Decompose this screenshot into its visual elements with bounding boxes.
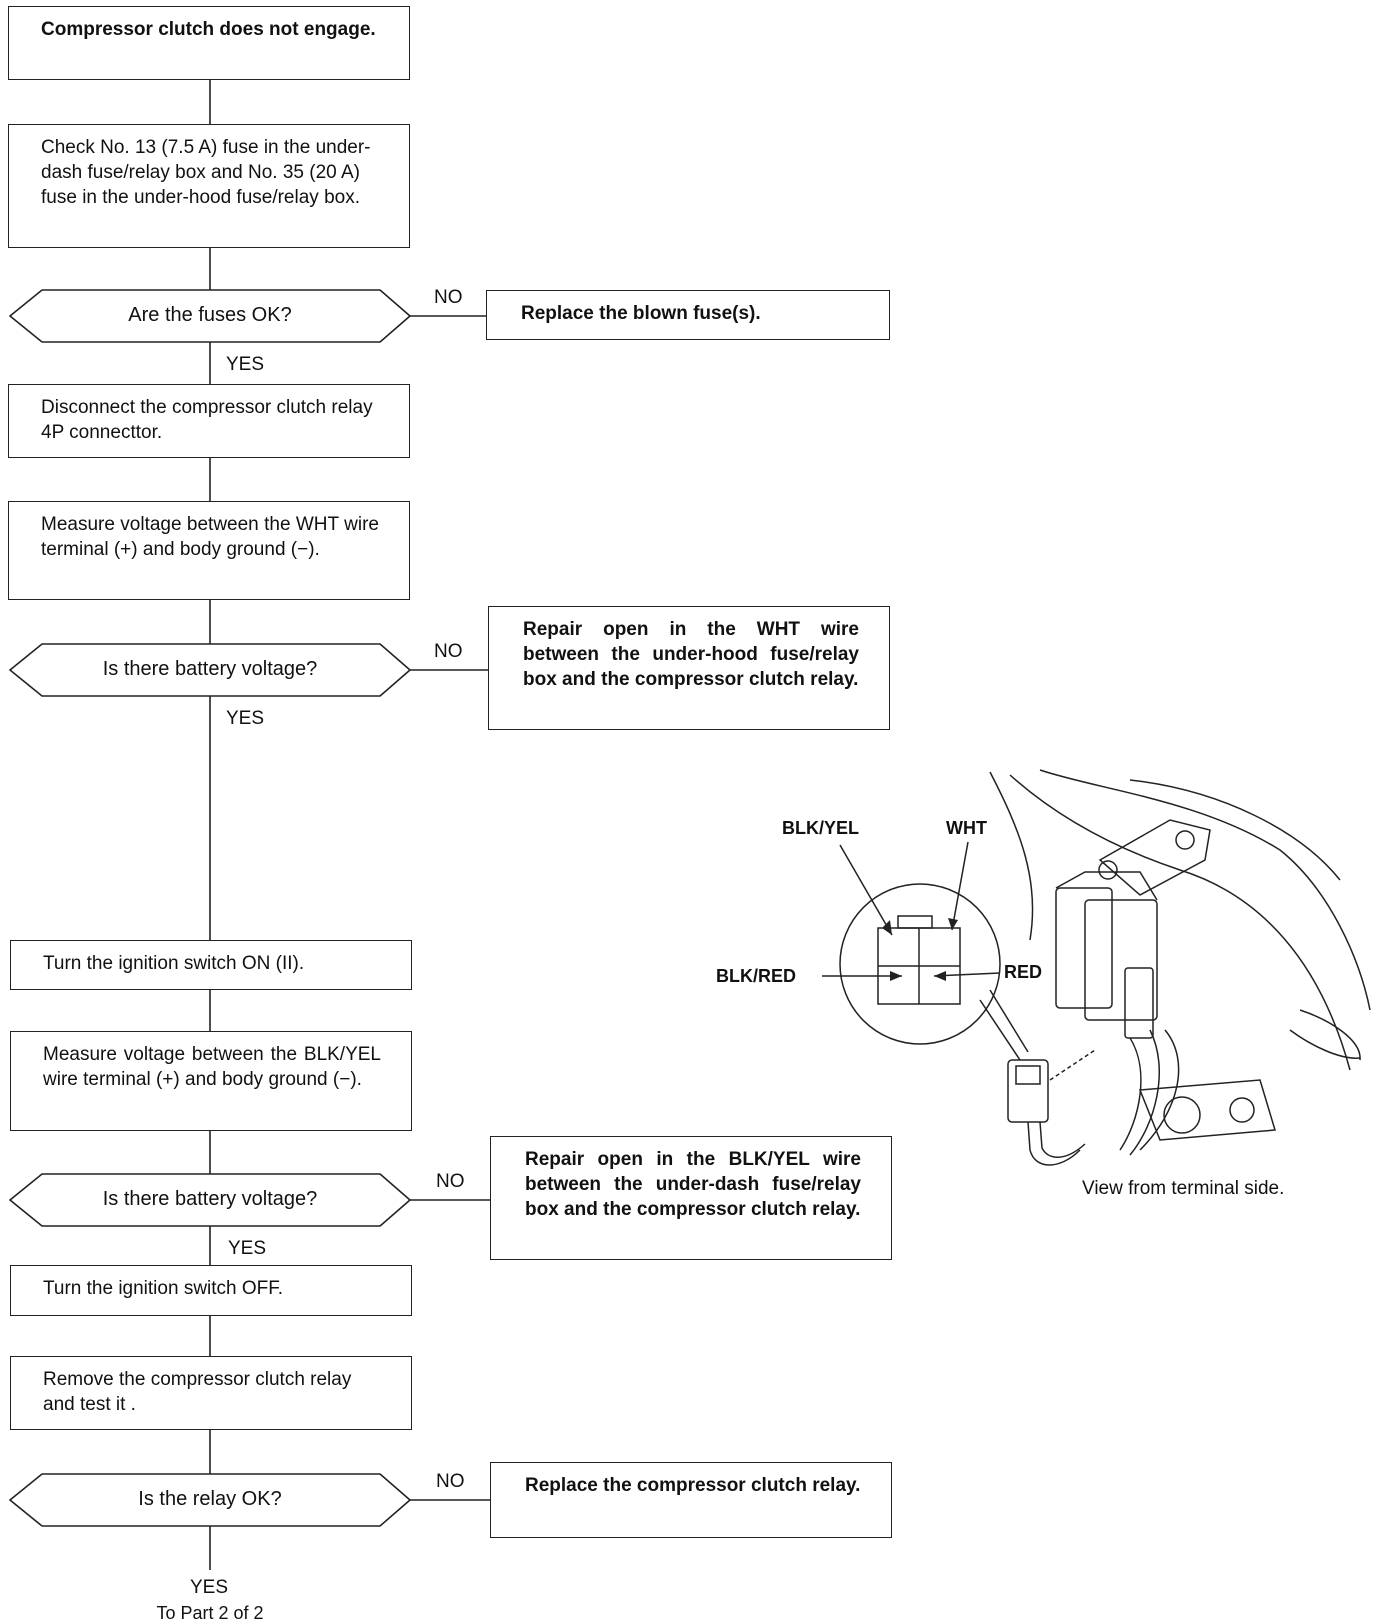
step-measure-blk-yel: Measure voltage between the BLK/YEL wire… (10, 1031, 412, 1131)
yes-label: YES (228, 1238, 267, 1259)
illustration-caption: View from terminal side. (1082, 1178, 1285, 1199)
yes-label: YES (226, 708, 265, 729)
decision-shape (8, 1173, 412, 1227)
pin-label-wht: WHT (946, 818, 987, 838)
step-ignition-off: Turn the ignition switch OFF. (10, 1265, 412, 1316)
decision-fuses-ok: Are the fuses OK? (128, 304, 292, 326)
no-label: NO (436, 1471, 465, 1492)
action-repair-wht: Repair open in the WHT wire between the … (488, 606, 890, 730)
pin-label-red: RED (1004, 962, 1043, 982)
action-replace-fuse: Replace the blown fuse(s). (486, 290, 890, 340)
continuation-note: To Part 2 of 2 (156, 1603, 264, 1623)
step-remove-relay: Remove the compressor clutch relay and t… (10, 1356, 412, 1430)
action-replace-relay: Replace the compressor clutch relay. (490, 1462, 892, 1538)
decision-battery-voltage-1: Is there battery voltage? (102, 658, 318, 680)
decision-battery-voltage-2: Is there battery voltage? (102, 1188, 318, 1210)
no-label: NO (436, 1171, 465, 1192)
no-label: NO (434, 641, 463, 662)
yes-label: YES (190, 1577, 229, 1598)
decision-relay-ok: Is the relay OK? (138, 1488, 282, 1510)
action-repair-blk-yel: Repair open in the BLK/YEL wire between … (490, 1136, 892, 1260)
decision-shape (8, 643, 412, 697)
pin-label-blk-yel: BLK/YEL (782, 818, 860, 838)
decision-shape (8, 289, 412, 343)
step-measure-wht: Measure voltage between the WHT wire ter… (8, 501, 410, 600)
no-label: NO (434, 287, 463, 308)
yes-label: YES (226, 354, 265, 375)
step-disconnect-relay: Disconnect the compressor clutch relay 4… (8, 384, 410, 458)
step-check-fuses: Check No. 13 (7.5 A) fuse in the under-d… (8, 124, 410, 248)
relay-connector-illustration (822, 769, 1371, 1166)
pin-label-blk-red: BLK/RED (716, 966, 796, 986)
decision-shape (8, 1473, 412, 1527)
step-ignition-on: Turn the ignition switch ON (II). (10, 940, 412, 990)
step-start: Compressor clutch does not engage. (8, 6, 410, 80)
